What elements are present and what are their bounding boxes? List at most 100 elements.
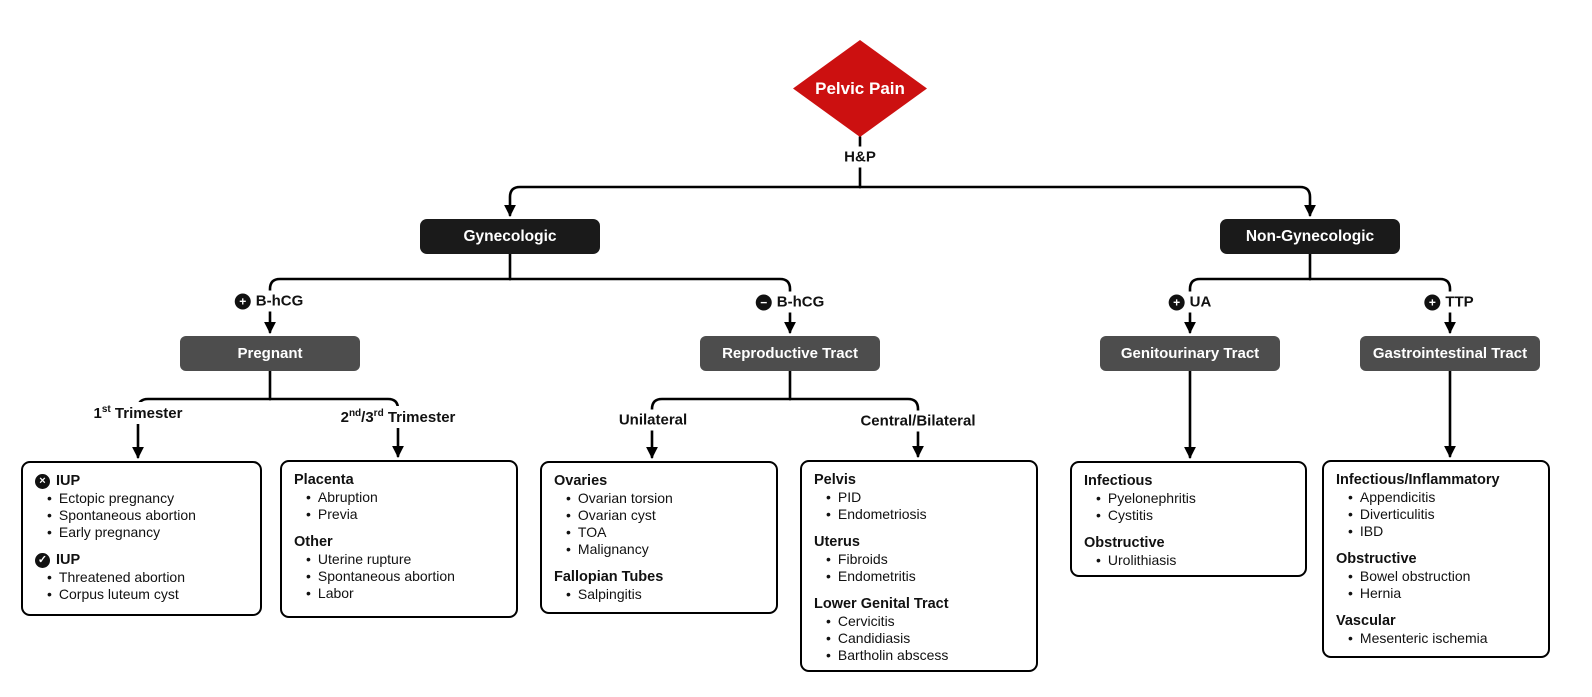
list-item: Uterine rupture [306, 551, 504, 568]
leaf-section: Infectious Pyelonephritis Cystitis [1084, 473, 1293, 524]
list-item: Ovarian cyst [566, 507, 764, 524]
section-header: Other [294, 534, 504, 551]
leaf-box-first-trimester: × IUP Ectopic pregnancy Spontaneous abor… [21, 461, 262, 616]
section-header: Obstructive [1336, 551, 1536, 568]
list-item: Cystitis [1096, 507, 1293, 524]
edge-label-text: Unilateral [618, 411, 688, 429]
plus-circle-icon: + [234, 293, 251, 309]
edge-label-text: 2nd/3rd Trimester [340, 408, 456, 426]
minus-circle-icon: − [755, 294, 772, 310]
list-item: Diverticulitis [1348, 506, 1536, 523]
subcategory-label: Gastrointestinal Tract [1372, 345, 1528, 362]
edge-label-first-trimester: 1st Trimester [89, 402, 187, 424]
section-header: × IUP [35, 473, 248, 490]
category-label: Non-Gynecologic [1245, 227, 1375, 245]
subcategory-gastrointestinal-tract: Gastrointestinal Tract [1360, 336, 1540, 371]
edge-label-bhcg-negative: − B-hCG [751, 291, 829, 313]
item-list: Salpingitis [554, 586, 764, 603]
section-header: Lower Genital Tract [814, 596, 1024, 613]
edge-label-ttp-positive: + TTP [1420, 291, 1478, 313]
list-item: Bartholin abscess [826, 647, 1024, 664]
list-item: Ovarian torsion [566, 490, 764, 507]
list-item: Previa [306, 506, 504, 523]
section-title: Lower Genital Tract [814, 596, 949, 612]
section-title: Placenta [294, 472, 354, 488]
leaf-section: Ovaries Ovarian torsion Ovarian cyst TOA… [554, 473, 764, 558]
item-list: Appendicitis Diverticulitis IBD [1336, 489, 1536, 540]
section-title: IUP [56, 552, 81, 568]
edge-label-unilateral: Unilateral [614, 409, 692, 431]
leaf-box-genitourinary: Infectious Pyelonephritis Cystitis Obstr… [1070, 461, 1307, 577]
leaf-section: Placenta Abruption Previa [294, 472, 504, 523]
section-title: Ovaries [554, 473, 608, 489]
edge-label-bhcg-positive: + B-hCG [230, 290, 308, 312]
item-list: Mesenteric ischemia [1336, 630, 1536, 647]
section-title: Other [294, 534, 333, 550]
x-circle-icon: × [35, 474, 50, 489]
list-item: Appendicitis [1348, 489, 1536, 506]
section-title: Obstructive [1336, 551, 1417, 567]
section-header: Fallopian Tubes [554, 569, 764, 586]
list-item: IBD [1348, 523, 1536, 540]
subcategory-reproductive-tract: Reproductive Tract [700, 336, 880, 371]
list-item: Spontaneous abortion [47, 507, 248, 524]
list-item: Labor [306, 585, 504, 602]
section-title: Infectious/Inflammatory [1336, 472, 1500, 488]
list-item: Spontaneous abortion [306, 568, 504, 585]
section-header: Pelvis [814, 472, 1024, 489]
section-title: Infectious [1084, 473, 1153, 489]
list-item: Fibroids [826, 551, 1024, 568]
section-header: Ovaries [554, 473, 764, 490]
list-item: Cervicitis [826, 613, 1024, 630]
plus-circle-icon: + [1168, 294, 1185, 310]
leaf-box-central-bilateral: Pelvis PID Endometriosis Uterus Fibroids… [800, 460, 1038, 672]
item-list: Fibroids Endometritis [814, 551, 1024, 585]
edge-label-text: B-hCG [776, 293, 825, 311]
item-list: Threatened abortion Corpus luteum cyst [35, 569, 248, 603]
edge-label-text: B-hCG [255, 292, 304, 310]
list-item: Abruption [306, 489, 504, 506]
list-item: Hernia [1348, 585, 1536, 602]
item-list: Ovarian torsion Ovarian cyst TOA Maligna… [554, 490, 764, 558]
item-list: Pyelonephritis Cystitis [1084, 490, 1293, 524]
list-item: Ectopic pregnancy [47, 490, 248, 507]
list-item: PID [826, 489, 1024, 506]
list-item: Corpus luteum cyst [47, 586, 248, 603]
edge-label-text: 1st Trimester [93, 404, 183, 422]
leaf-section: Infectious/Inflammatory Appendicitis Div… [1336, 472, 1536, 540]
section-title: Fallopian Tubes [554, 569, 664, 585]
subcategory-label: Pregnant [237, 345, 303, 362]
leaf-section: Vascular Mesenteric ischemia [1336, 613, 1536, 647]
subcategory-label: Reproductive Tract [722, 345, 858, 362]
subcategory-label: Genitourinary Tract [1120, 345, 1260, 362]
section-title: Vascular [1336, 613, 1396, 629]
section-header: Uterus [814, 534, 1024, 551]
check-circle-icon: ✓ [35, 553, 50, 568]
list-item: Urolithiasis [1096, 552, 1293, 569]
leaf-section: × IUP Ectopic pregnancy Spontaneous abor… [35, 473, 248, 541]
section-header: ✓ IUP [35, 552, 248, 569]
edge-label-text: H&P [844, 148, 876, 166]
subcategory-pregnant: Pregnant [180, 336, 360, 371]
edge-label-ua-positive: + UA [1164, 291, 1216, 313]
leaf-section: Fallopian Tubes Salpingitis [554, 569, 764, 603]
section-title: IUP [56, 473, 81, 489]
leaf-section: ✓ IUP Threatened abortion Corpus luteum … [35, 552, 248, 603]
root-label: Pelvic Pain [815, 78, 905, 98]
item-list: Urolithiasis [1084, 552, 1293, 569]
list-item: TOA [566, 524, 764, 541]
section-title: Obstructive [1084, 535, 1165, 551]
leaf-section: Obstructive Bowel obstruction Hernia [1336, 551, 1536, 602]
list-item: Mesenteric ischemia [1348, 630, 1536, 647]
list-item: Salpingitis [566, 586, 764, 603]
item-list: Ectopic pregnancy Spontaneous abortion E… [35, 490, 248, 541]
item-list: Bowel obstruction Hernia [1336, 568, 1536, 602]
section-header: Placenta [294, 472, 504, 489]
leaf-section: Obstructive Urolithiasis [1084, 535, 1293, 569]
list-item: Pyelonephritis [1096, 490, 1293, 507]
list-item: Early pregnancy [47, 524, 248, 541]
section-title: Pelvis [814, 472, 856, 488]
category-label: Gynecologic [463, 227, 557, 245]
